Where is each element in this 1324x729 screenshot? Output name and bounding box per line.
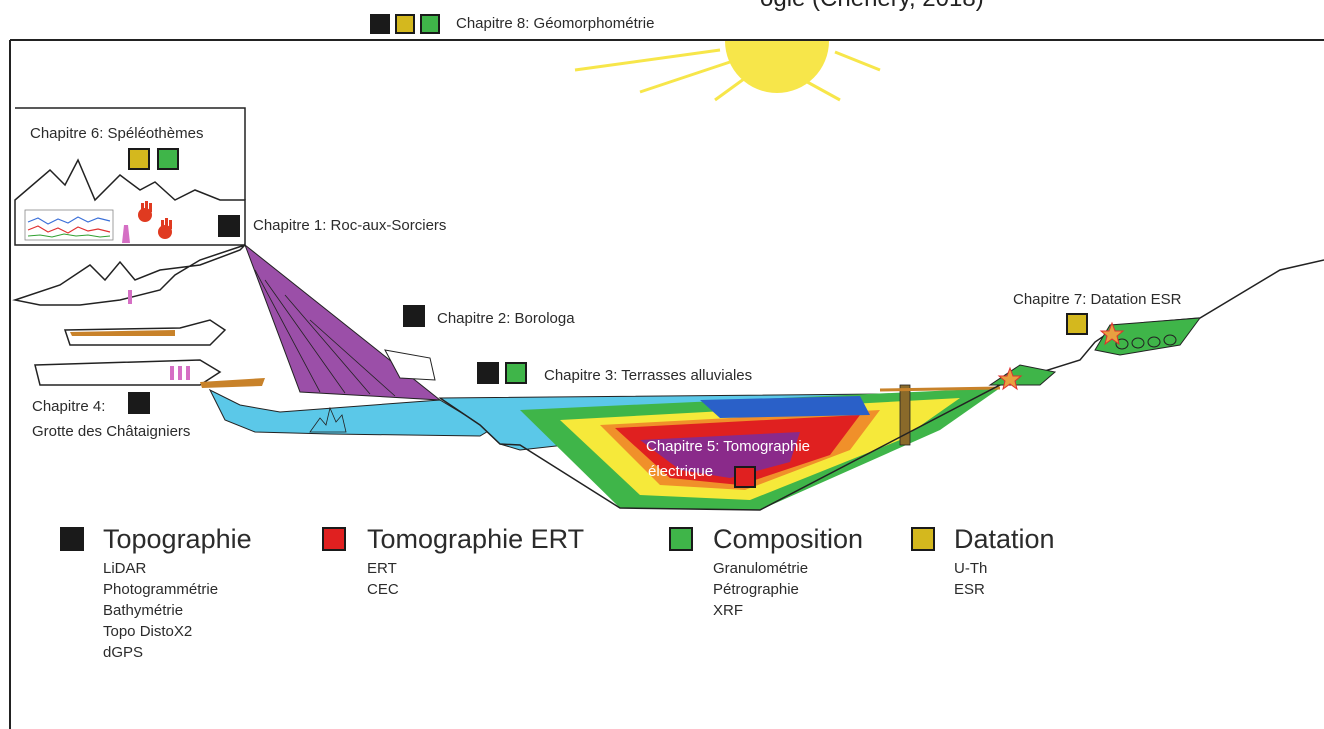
- ch1-topographie-square: [218, 215, 240, 237]
- legend-item: ESR: [954, 581, 985, 598]
- legend-datation-title: Datation: [954, 524, 1055, 554]
- legend-item: Photogrammétrie: [103, 581, 219, 598]
- borehole: [899, 384, 911, 446]
- legend-item: ERT: [367, 560, 397, 577]
- esr-sample-star-icon: [997, 366, 1023, 391]
- legend-datation-items: U-Th ESR: [954, 558, 987, 600]
- chapter-1-label: Chapitre 1: Roc-aux-Sorciers: [253, 217, 447, 234]
- legend-composition-swatch: [669, 527, 693, 551]
- legend-topographie-items: LiDAR Photogrammétrie Bathymétrie Topo D…: [103, 558, 218, 663]
- chapter-2-label: Chapitre 2: Borologa: [437, 310, 575, 327]
- chapter-5-label-line1: Chapitre 5: Tomographie: [646, 438, 810, 455]
- legend-tomographie-items: ERT CEC: [367, 558, 399, 600]
- lower-cave: [12, 244, 246, 386]
- legend-datation-swatch: [911, 527, 935, 551]
- chapter-6-label: Chapitre 6: Spéléothèmes: [30, 125, 204, 142]
- ch6-datation-square: [128, 148, 150, 170]
- ch3-topographie-square: [477, 362, 499, 384]
- legend-item: U-Th: [954, 560, 988, 577]
- upper-cave: [14, 107, 246, 246]
- legend-topographie-title: Topographie: [103, 524, 252, 554]
- ch3-composition-square: [505, 362, 527, 384]
- sediment-layer-2: [200, 378, 265, 388]
- ch2-topographie-square: [403, 305, 425, 327]
- hand-stencil-icon: [138, 201, 172, 239]
- legend-topographie-swatch: [60, 527, 84, 551]
- ch4-topographie-square: [128, 392, 150, 414]
- ch5-tomographie-square: [734, 466, 756, 488]
- legend-item: Granulométrie: [713, 560, 809, 577]
- ch7-datation-square: [1066, 313, 1088, 335]
- sun-icon: [574, 41, 881, 102]
- legend-tomographie-swatch: [322, 527, 346, 551]
- scree-lines: [254, 269, 396, 397]
- chapter-5-label-line2: électrique: [648, 463, 714, 480]
- sediment-layer: [70, 330, 175, 336]
- stalagmite: [122, 225, 130, 243]
- cropped-header-text: ogie (Chenery, 2018): [760, 0, 984, 12]
- legend-item: XRF: [713, 602, 743, 619]
- chapter-4-label-line1: Chapitre 4:: [32, 398, 106, 415]
- rock-shelter: [384, 349, 436, 381]
- legend-composition-title: Composition: [713, 524, 864, 554]
- chapter-4-label-line2: Grotte des Châtaigniers: [32, 423, 191, 440]
- esr-sample-star-icon-2: [1099, 321, 1125, 346]
- stalagmites-lower: [128, 290, 190, 380]
- ch8-datation-square: [395, 14, 415, 34]
- ert-purple: [640, 432, 800, 478]
- legend-item: CEC: [367, 581, 399, 598]
- ch8-topographie-square: [370, 14, 390, 34]
- ch6-composition-square: [157, 148, 179, 170]
- chapter-7-label: Chapitre 7: Datation ESR: [1013, 291, 1182, 308]
- low-terrace: [988, 364, 1057, 386]
- legend-item: LiDAR: [103, 560, 147, 577]
- legend-item: dGPS: [103, 644, 144, 661]
- ert-blue: [700, 396, 870, 418]
- high-terrace: [1094, 317, 1202, 356]
- legend-item: Pétrographie: [713, 581, 799, 598]
- legend-composition-items: Granulométrie Pétrographie XRF: [713, 558, 808, 621]
- chapter-3-label: Chapitre 3: Terrasses alluviales: [544, 367, 753, 384]
- legend-item: Bathymétrie: [103, 602, 184, 619]
- legend-item: Topo DistoX2: [103, 623, 193, 640]
- valley-profile: [439, 259, 1324, 511]
- underground-water: [208, 388, 491, 437]
- legend-tomographie-title: Tomographie ERT: [367, 524, 585, 554]
- chapter-8-label: Chapitre 8: Géomorphométrie: [456, 15, 655, 32]
- ch8-composition-square: [420, 14, 440, 34]
